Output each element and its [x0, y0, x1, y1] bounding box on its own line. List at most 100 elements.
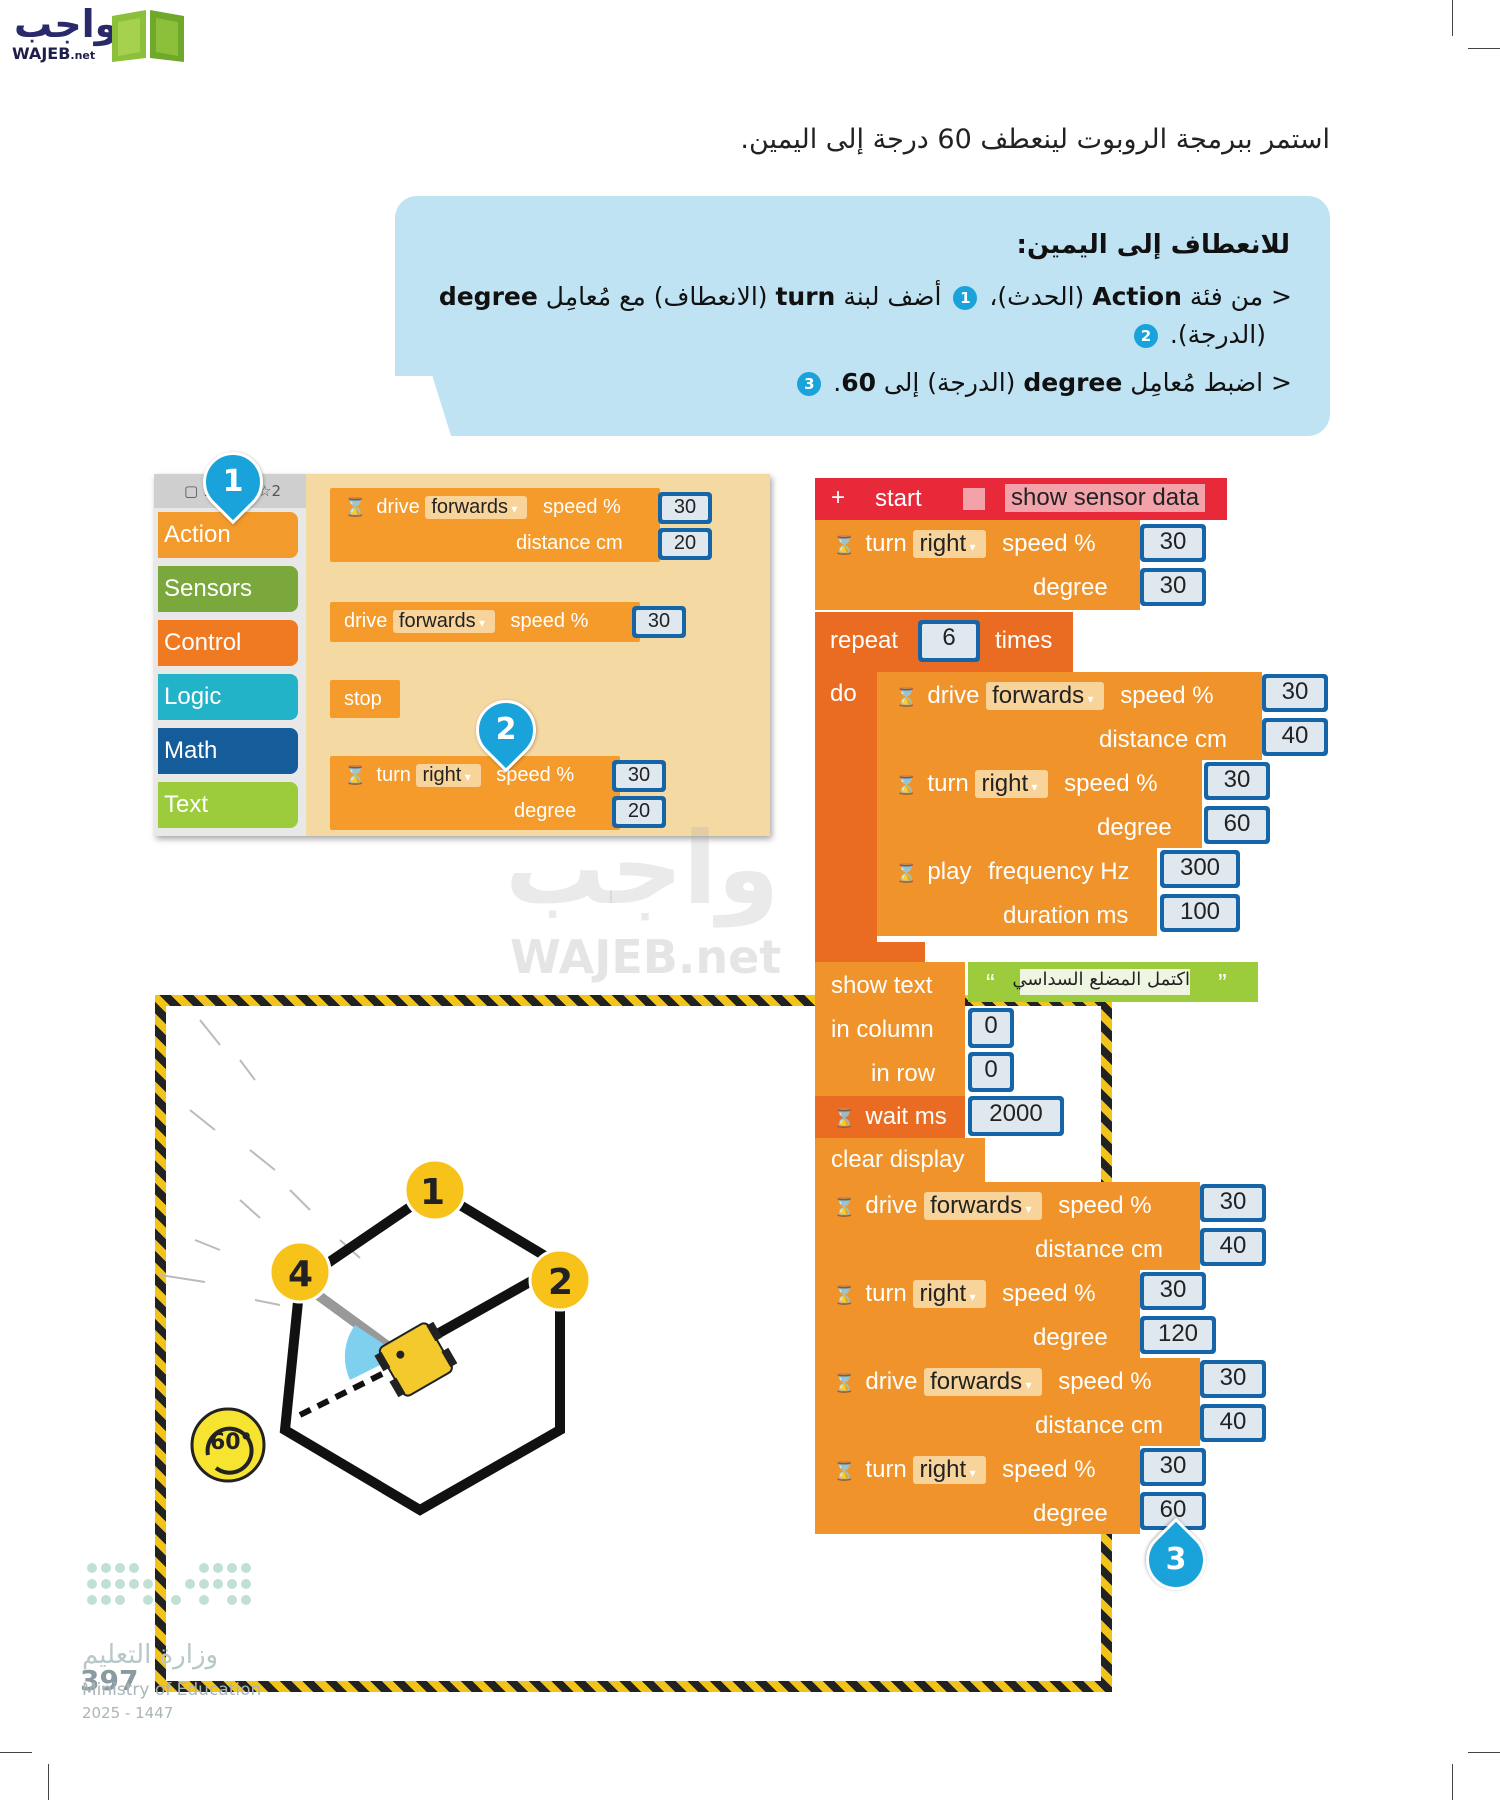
show-sensor-data-label[interactable]: show sensor data — [1005, 484, 1206, 512]
direction-dropdown[interactable]: right — [416, 764, 481, 787]
intro-text: استمر ببرمجة الروبوت لينعطف 60 درجة إلى … — [740, 124, 1330, 155]
category-column: ▢ 1 ☆2 Action Sensors Control Logic Math… — [154, 474, 306, 836]
start-block[interactable]: + start show sensor data — [815, 478, 1227, 520]
instruction-title: للانعطاف إلى اليمين: — [1016, 230, 1290, 260]
direction-dropdown[interactable]: right — [975, 770, 1048, 798]
column-value[interactable]: 0 — [968, 1008, 1014, 1048]
watermark-english: WAJEB.net — [510, 930, 782, 984]
hexagon-path-diagram — [160, 1019, 592, 1516]
checkbox-icon[interactable] — [963, 488, 985, 510]
degree-value[interactable]: 120 — [1140, 1316, 1216, 1354]
play-block[interactable]: ⌛play frequency Hz duration ms — [877, 848, 1157, 936]
distance-value[interactable]: 40 — [1200, 1228, 1266, 1266]
palette-drive-block[interactable]: drive forwards speed % — [330, 602, 640, 642]
instruction-step-1: < من فئة Action (الحدث)، 1 أضف لبنة turn… — [438, 282, 1292, 311]
degree-value[interactable]: 20 — [612, 796, 666, 828]
hourglass-icon: ⌛ — [833, 1461, 856, 1481]
logo-arabic: واجب — [14, 2, 119, 46]
clear-display-block[interactable]: clear display — [815, 1138, 985, 1182]
hourglass-icon: ⌛ — [895, 775, 918, 795]
degree-value[interactable]: 60 — [1204, 806, 1270, 844]
hourglass-icon: ⌛ — [833, 1373, 856, 1393]
speed-value[interactable]: 30 — [1200, 1360, 1266, 1398]
step-badge-1: 1 — [953, 286, 978, 310]
hourglass-icon: ⌛ — [344, 497, 367, 517]
direction-dropdown[interactable]: right — [913, 530, 986, 558]
category-sensors[interactable]: Sensors — [158, 566, 298, 612]
hourglass-icon: ⌛ — [833, 1197, 856, 1217]
distance-value[interactable]: 20 — [658, 528, 712, 560]
speed-value[interactable]: 30 — [632, 606, 686, 638]
repeat-count-value[interactable]: 6 — [918, 620, 980, 662]
direction-dropdown[interactable]: right — [913, 1280, 986, 1308]
step-badge-2: 2 — [1133, 324, 1158, 348]
vertex-label-2: 2 — [548, 1262, 574, 1303]
hourglass-icon: ⌛ — [895, 687, 918, 707]
ministry-name-english: Ministry of Education — [82, 1680, 262, 1700]
hourglass-icon: ⌛ — [833, 535, 856, 555]
direction-dropdown[interactable]: forwards — [392, 610, 495, 633]
speed-value[interactable]: 30 — [1200, 1184, 1266, 1222]
times-label: times — [995, 627, 1053, 654]
speed-value[interactable]: 30 — [1140, 1448, 1206, 1486]
hourglass-icon: ⌛ — [344, 765, 367, 785]
category-text[interactable]: Text — [158, 782, 298, 828]
instruction-step-2: < اضبط مُعامِل degree (الدرجة) إلى 60. 3 — [793, 368, 1292, 397]
instruction-step-1-cont: (الدرجة). 2 — [1130, 320, 1266, 349]
speed-value[interactable]: 30 — [1140, 524, 1206, 562]
speed-value[interactable]: 30 — [1140, 1272, 1206, 1310]
category-math[interactable]: Math — [158, 728, 298, 774]
direction-dropdown[interactable]: forwards — [425, 496, 528, 519]
drive-block[interactable]: ⌛drive forwards speed % distance cm — [815, 1358, 1200, 1446]
turn-block[interactable]: ⌛turn right speed % degree — [815, 520, 1140, 610]
ministry-logo-icon — [87, 1563, 251, 1605]
angle-label: 60° — [210, 1430, 252, 1455]
speed-value[interactable]: 30 — [1204, 762, 1270, 800]
do-label: do — [830, 680, 857, 707]
vertex-label-4: 4 — [288, 1254, 314, 1295]
palette-drive-distance-block[interactable]: ⌛drive forwards speed % distance cm — [330, 488, 660, 562]
repeat-label: repeat — [830, 627, 899, 654]
turn-block[interactable]: ⌛turn right speed % degree — [815, 1270, 1140, 1358]
crop-mark — [1452, 1764, 1453, 1800]
distance-value[interactable]: 40 — [1200, 1404, 1266, 1442]
direction-dropdown[interactable]: forwards — [924, 1192, 1042, 1220]
turn-block[interactable]: ⌛turn right speed % degree — [815, 1446, 1140, 1534]
watermark-arabic: واجب — [505, 810, 780, 927]
text-string-block[interactable]: “ اكتمل المضلع السداسي ” — [968, 962, 1258, 1002]
text-string-value[interactable]: اكتمل المضلع السداسي — [1012, 969, 1190, 995]
duration-value[interactable]: 100 — [1160, 894, 1240, 932]
open-quote-icon: “ — [986, 968, 995, 998]
close-quote-icon: ” — [1218, 968, 1227, 998]
degree-value[interactable]: 30 — [1140, 568, 1206, 606]
step-badge-3: 3 — [797, 372, 822, 396]
turn-block[interactable]: ⌛turn right speed % degree — [877, 760, 1202, 848]
speed-value[interactable]: 30 — [1262, 674, 1328, 712]
drive-block[interactable]: ⌛drive forwards speed % distance cm — [877, 672, 1262, 760]
page-number: 397 — [80, 1664, 139, 1697]
logo-english: WAJEB.net — [12, 44, 96, 63]
crop-mark — [0, 1752, 32, 1753]
wait-block[interactable]: ⌛wait ms — [815, 1096, 965, 1138]
frequency-value[interactable]: 300 — [1160, 850, 1240, 888]
repeat-block-body — [815, 672, 877, 962]
show-text-block[interactable]: show text in column in row — [815, 962, 965, 1096]
hourglass-icon: ⌛ — [833, 1108, 856, 1128]
direction-dropdown[interactable]: forwards — [924, 1368, 1042, 1396]
palette-turn-block[interactable]: ⌛turn right speed % degree — [330, 756, 620, 830]
plus-icon: + — [831, 484, 846, 511]
direction-dropdown[interactable]: right — [913, 1456, 986, 1484]
speed-value[interactable]: 30 — [658, 492, 712, 524]
category-control[interactable]: Control — [158, 620, 298, 666]
palette-stop-block[interactable]: stop — [330, 680, 400, 718]
distance-value[interactable]: 40 — [1262, 718, 1328, 756]
row-value[interactable]: 0 — [968, 1052, 1014, 1092]
direction-dropdown[interactable]: forwards — [986, 682, 1104, 710]
category-logic[interactable]: Logic — [158, 674, 298, 720]
wait-value[interactable]: 2000 — [968, 1096, 1064, 1136]
drive-block[interactable]: ⌛drive forwards speed % distance cm — [815, 1182, 1200, 1270]
speed-value[interactable]: 30 — [612, 760, 666, 792]
instruction-box — [395, 196, 1330, 436]
book-icon — [112, 10, 184, 62]
ministry-name-arabic: وزارة التعليم — [82, 1640, 219, 1670]
